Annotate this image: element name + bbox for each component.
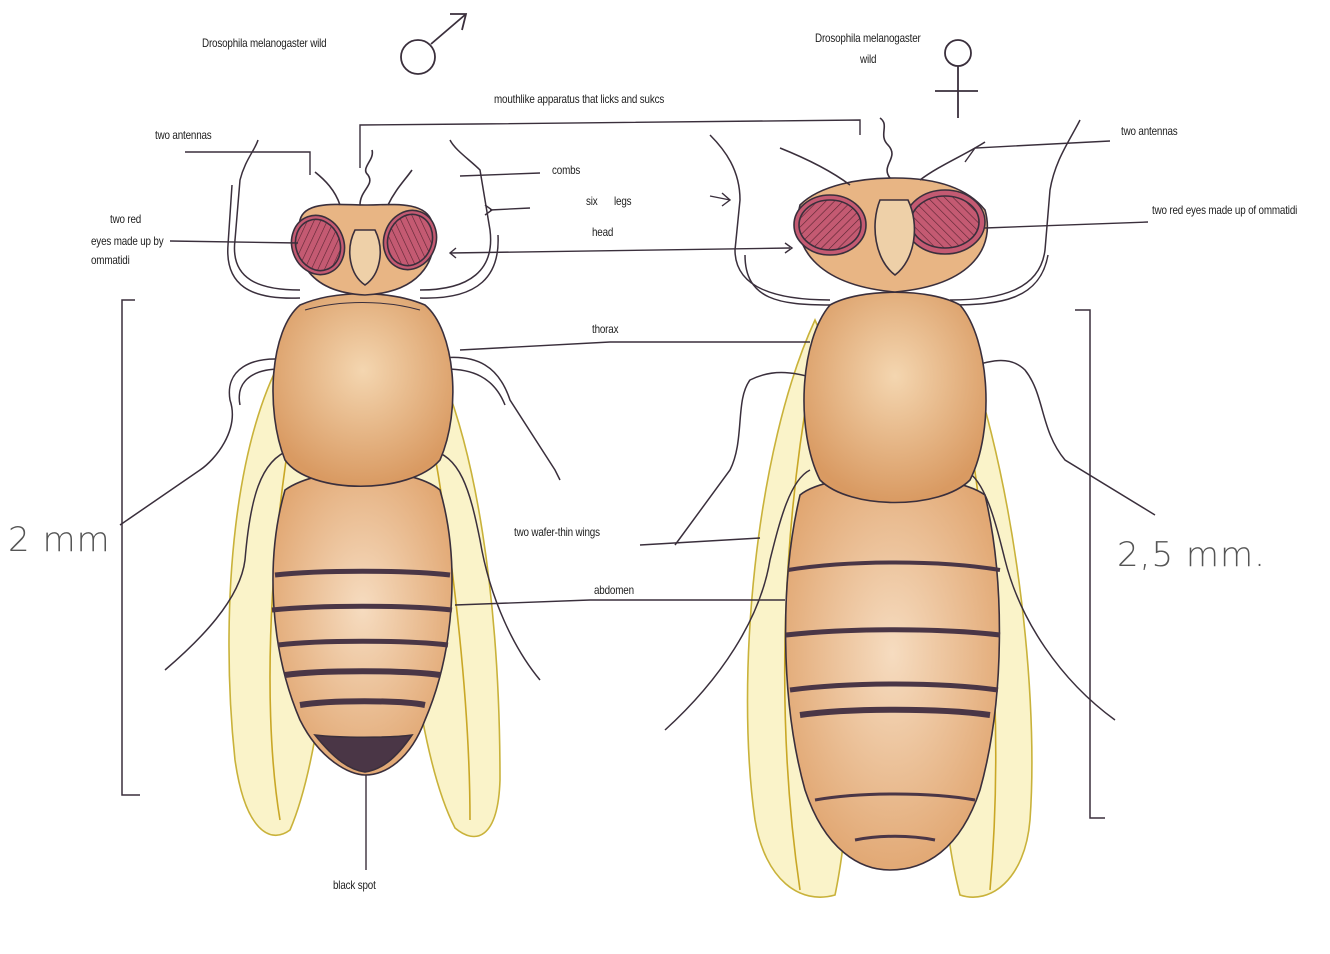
label-eyes-left-line2: eyes made up by — [91, 234, 163, 248]
label-eyes-right: two red eyes made up of ommatidi — [1152, 203, 1297, 217]
label-mouth: mouthlike apparatus that licks and sukcs — [494, 92, 664, 106]
label-legs: legs — [614, 194, 631, 208]
female-species-title-line1: Drosophila melanogaster — [815, 31, 921, 45]
female-fly — [665, 118, 1155, 897]
scale-bracket-female — [1075, 310, 1105, 818]
male-fly — [120, 140, 560, 836]
label-eyes-left-line3: ommatidi — [91, 253, 130, 267]
male-species-title: Drosophila melanogaster wild — [202, 36, 326, 50]
female-species-title-line2: wild — [860, 52, 876, 66]
female-symbol — [935, 40, 978, 118]
scale-male: 2 mm — [8, 520, 111, 560]
scale-bracket-male — [122, 300, 140, 795]
label-antennas-left: two antennas — [155, 128, 212, 142]
label-head: head — [592, 225, 613, 239]
label-antennas-right: two antennas — [1121, 124, 1178, 138]
label-six: six — [586, 194, 598, 208]
label-combs: combs — [552, 163, 580, 177]
scale-female: 2,5 mm. — [1117, 535, 1266, 575]
male-thorax — [273, 294, 453, 487]
male-symbol — [401, 14, 466, 74]
male-head — [283, 150, 444, 295]
label-eyes-left-line1: two red — [110, 212, 141, 226]
female-thorax — [804, 292, 986, 502]
female-head — [780, 118, 987, 292]
label-thorax: thorax — [592, 322, 618, 336]
label-abdomen: abdomen — [594, 583, 634, 597]
female-abdomen — [786, 476, 1000, 870]
label-black-spot: black spot — [333, 878, 376, 892]
label-wings: two wafer-thin wings — [514, 525, 600, 539]
